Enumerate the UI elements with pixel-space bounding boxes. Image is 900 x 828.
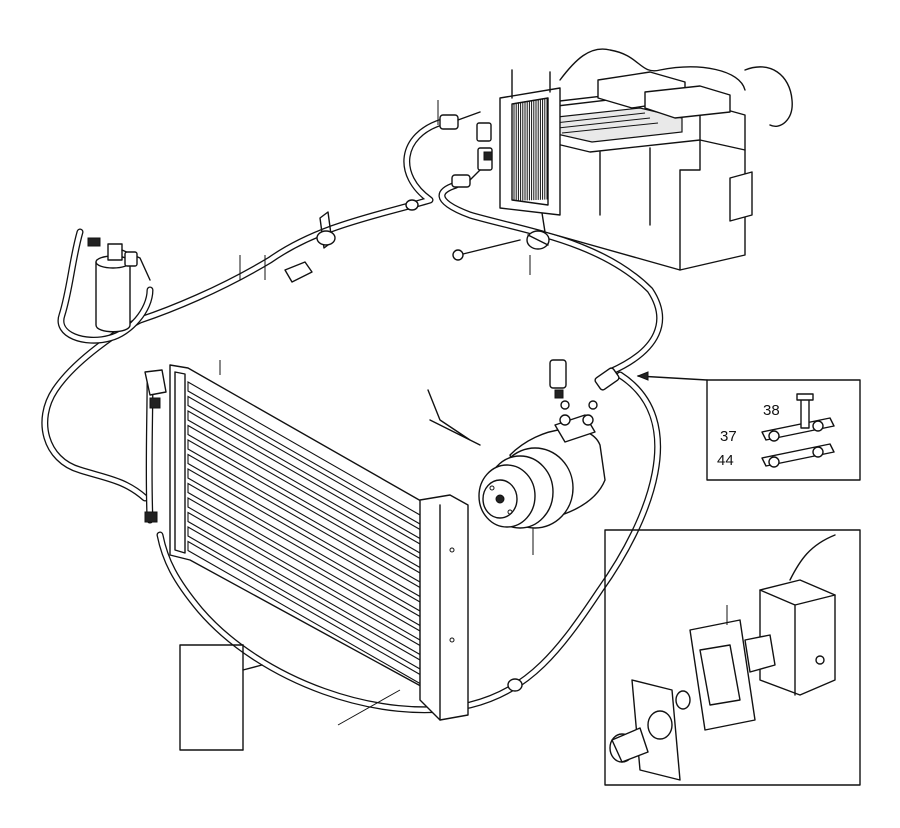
condenser <box>144 360 469 726</box>
hose-clamp <box>452 230 550 275</box>
compressor <box>427 389 606 555</box>
inset-frame-fragment <box>179 644 263 751</box>
receiver-drier <box>87 237 151 333</box>
part-label-38: 38 <box>763 402 780 419</box>
evaporator-housing <box>524 48 793 271</box>
compressor-fittings <box>549 359 620 410</box>
evaporator-core <box>499 69 561 216</box>
inset-bracket-detail <box>636 371 861 481</box>
part-label-37: 37 <box>720 428 737 445</box>
hose-fitting-clip <box>239 199 523 692</box>
part-label-44: 44 <box>717 452 734 469</box>
expansion-valve <box>437 100 493 188</box>
callout-labels: 38 37 44 <box>717 402 780 469</box>
refrigerant-hoses <box>41 118 664 714</box>
inset-thermostat-detail <box>604 529 861 786</box>
